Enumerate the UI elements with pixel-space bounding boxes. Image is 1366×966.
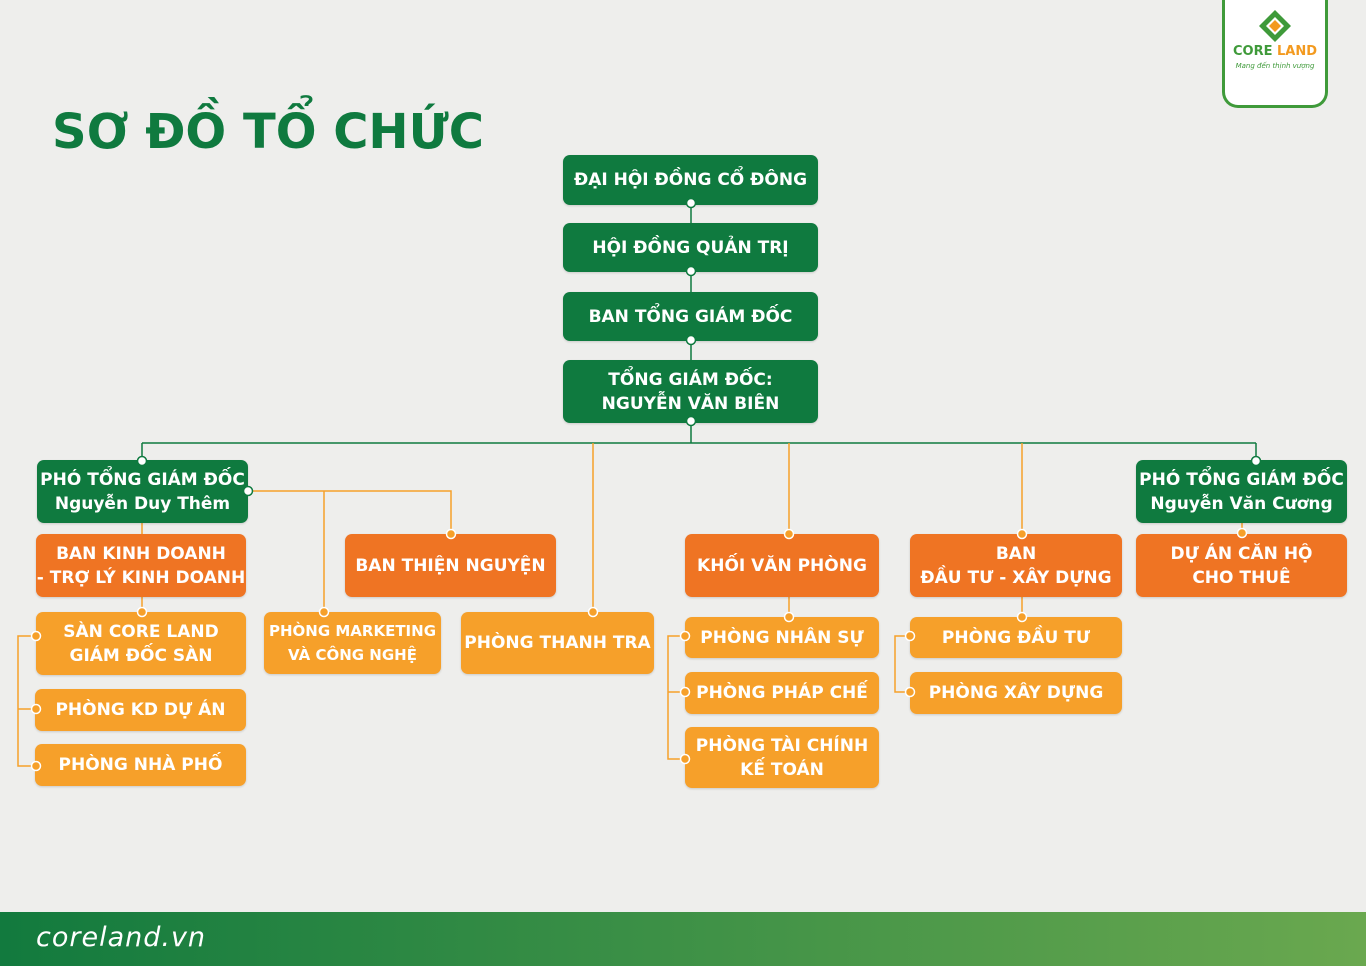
node-label: PHÒNG TÀI CHÍNH (695, 735, 869, 756)
logo-brand-a: CORE (1232, 44, 1273, 59)
node-person: Nguyễn Duy Thêm (54, 493, 231, 514)
node-du-an-can-ho[interactable]: DỰ ÁN CĂN HỘ CHO THUÊ (1136, 534, 1347, 597)
logo-brand-b: LAND (1272, 44, 1318, 59)
node-phong-dau-tu[interactable]: PHÒNG ĐẦU TƯ (910, 617, 1122, 658)
node-phong-tai-chinh[interactable]: PHÒNG TÀI CHÍNH KẾ TOÁN (685, 727, 879, 788)
node-label: ĐẦU TƯ - XÂY DỰNG (920, 567, 1112, 588)
node-phong-marketing[interactable]: PHÒNG MARKETING VÀ CÔNG NGHỆ (264, 612, 441, 674)
node-phong-nhan-su[interactable]: PHÒNG NHÂN SỰ (685, 617, 879, 658)
node-label: BAN THIỆN NGUYỆN (355, 555, 546, 576)
node-label: BAN (995, 543, 1037, 564)
node-label: PHÓ TỔNG GIÁM ĐỐC (1139, 469, 1344, 490)
page-title: SƠ ĐỒ TỔ CHỨC (52, 104, 484, 160)
node-label: BAN KINH DOANH (56, 543, 226, 564)
node-khoi-van-phong[interactable]: KHỐI VĂN PHÒNG (685, 534, 879, 597)
node-label: PHÒNG KD DỰ ÁN (55, 700, 226, 720)
node-label: DỰ ÁN CĂN HỘ (1170, 543, 1313, 564)
coreland-logo: CORE LAND Mang đến thịnh vượng (1222, 0, 1328, 108)
node-label: PHÒNG NHÂN SỰ (700, 627, 864, 648)
node-label: BAN TỔNG GIÁM ĐỐC (588, 306, 793, 327)
node-label: SÀN CORE LAND (63, 621, 219, 642)
node-label: VÀ CÔNG NGHỆ (288, 646, 417, 664)
node-tong-giam-doc[interactable]: TỔNG GIÁM ĐỐC: NGUYỄN VĂN BIÊN (563, 360, 818, 423)
node-label: PHÒNG NHÀ PHỐ (58, 755, 223, 775)
node-phong-kd-du-an[interactable]: PHÒNG KD DỰ ÁN (35, 689, 246, 731)
node-label: PHÒNG ĐẦU TƯ (941, 627, 1091, 648)
node-ban-tong-giam-doc[interactable]: BAN TỔNG GIÁM ĐỐC (563, 292, 818, 341)
website-link[interactable]: coreland.vn (36, 922, 207, 953)
node-label: PHÓ TỔNG GIÁM ĐỐC (40, 469, 245, 490)
node-label: PHÒNG MARKETING (268, 622, 437, 640)
logo-diamond-icon (1259, 10, 1291, 42)
footer-bar: coreland.vn (0, 912, 1366, 966)
node-pho-tong-giam-doc-1[interactable]: PHÓ TỔNG GIÁM ĐỐC Nguyễn Duy Thêm (37, 460, 248, 523)
node-phong-phap-che[interactable]: PHÒNG PHÁP CHẾ (685, 672, 879, 714)
node-pho-tong-giam-doc-2[interactable]: PHÓ TỔNG GIÁM ĐỐC Nguyễn Văn Cương (1136, 460, 1347, 523)
node-label: GIÁM ĐỐC SÀN (69, 645, 213, 666)
node-label: PHÒNG THANH TRA (464, 633, 651, 653)
node-person: Nguyễn Văn Cương (1150, 493, 1333, 514)
node-ban-thien-nguyen[interactable]: BAN THIỆN NGUYỆN (345, 534, 556, 597)
node-label: KHỐI VĂN PHÒNG (697, 555, 867, 576)
node-label: PHÒNG PHÁP CHẾ (696, 683, 868, 703)
node-label: PHÒNG XÂY DỰNG (928, 683, 1104, 703)
node-san-core-land[interactable]: SÀN CORE LAND GIÁM ĐỐC SÀN (36, 612, 246, 675)
node-label: CHO THUÊ (1192, 567, 1291, 588)
node-label: ĐẠI HỘI ĐỒNG CỔ ĐÔNG (573, 170, 808, 190)
logo-slogan: Mang đến thịnh vượng (1235, 62, 1315, 70)
node-phong-thanh-tra[interactable]: PHÒNG THANH TRA (461, 612, 654, 674)
node-label: KẾ TOÁN (740, 759, 824, 780)
node-dai-hoi-dong-co-dong[interactable]: ĐẠI HỘI ĐỒNG CỔ ĐÔNG (563, 155, 818, 205)
node-label: - TRỢ LÝ KINH DOANH (36, 567, 246, 588)
node-phong-nha-pho[interactable]: PHÒNG NHÀ PHỐ (35, 744, 246, 786)
node-ban-kinh-doanh[interactable]: BAN KINH DOANH - TRỢ LÝ KINH DOANH (36, 534, 246, 597)
node-ban-dau-tu-xay-dung[interactable]: BAN ĐẦU TƯ - XÂY DỰNG (910, 534, 1122, 597)
node-hoi-dong-quan-tri[interactable]: HỘI ĐỒNG QUẢN TRỊ (563, 223, 818, 272)
node-label: TỔNG GIÁM ĐỐC: (608, 369, 773, 390)
node-phong-xay-dung[interactable]: PHÒNG XÂY DỰNG (910, 672, 1122, 714)
node-label: HỘI ĐỒNG QUẢN TRỊ (592, 237, 789, 258)
node-person: NGUYỄN VĂN BIÊN (601, 393, 780, 414)
